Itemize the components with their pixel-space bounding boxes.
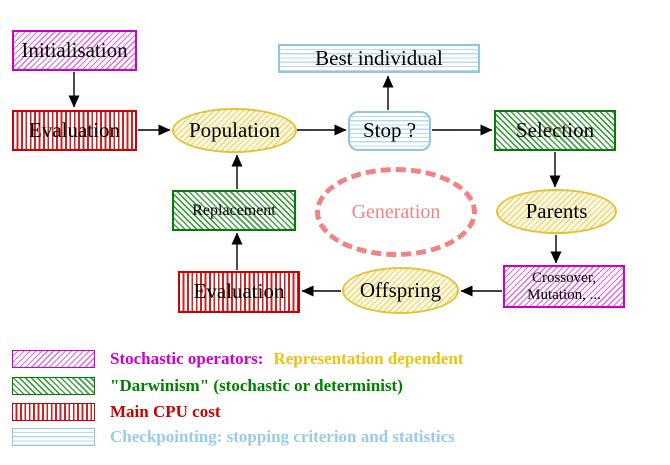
node-stop: Stop ?: [348, 111, 431, 151]
legend-text-representation-dependent: Representation dependent: [273, 349, 464, 368]
legend-swatch-darwinism: [12, 377, 95, 395]
legend-label-darwinism: "Darwinism" (stochastic or determinist): [110, 376, 403, 396]
legend-label-checkpointing: Checkpointing: stopping criterion and st…: [110, 427, 455, 447]
legend-label-main-cpu-cost: Main CPU cost: [110, 402, 220, 422]
legend-swatch-main-cpu-cost: [12, 403, 95, 421]
node-crossover-label-line1: Crossover,: [532, 270, 596, 286]
node-stop-label: Stop ?: [362, 118, 417, 143]
node-best-individual: Best individual: [278, 44, 480, 73]
node-generation-label: Generation: [351, 201, 441, 223]
node-replacement: Replacement: [172, 190, 296, 231]
node-evaluation-bottom: Evaluation: [178, 271, 300, 313]
legend-text-checkpointing: Checkpointing: stopping criterion and st…: [110, 427, 455, 446]
node-selection-label: Selection: [515, 117, 595, 142]
node-parents: Parents: [496, 189, 617, 234]
legend-text-main-cpu-cost: Main CPU cost: [110, 402, 221, 421]
legend-label-stochastic-operators: Stochastic operators: Representation depe…: [110, 349, 463, 369]
node-initialisation-label: Initialisation: [21, 37, 128, 62]
node-generation-loop: Generation: [315, 167, 477, 257]
node-offspring: Offspring: [342, 267, 459, 314]
node-best-individual-label: Best individual: [315, 45, 443, 70]
node-parents-label: Parents: [525, 198, 588, 223]
legend-text-darwinism: "Darwinism" (stochastic or determinist): [110, 376, 403, 395]
node-crossover-mutation: Crossover, Mutation, ...: [503, 265, 625, 308]
node-crossover-label-line2: Mutation, ...: [527, 286, 601, 303]
legend-swatch-stochastic-operators: [12, 350, 95, 368]
node-selection: Selection: [494, 110, 616, 151]
node-offspring-label: Offspring: [359, 277, 442, 302]
node-evaluation-top-label: Evaluation: [29, 117, 120, 142]
legend-swatch-checkpointing: [12, 428, 95, 446]
node-population: Population: [172, 108, 297, 153]
legend-text-stochastic-operators: Stochastic operators:: [110, 349, 264, 368]
node-replacement-label: Replacement: [192, 201, 276, 219]
node-initialisation: Initialisation: [12, 30, 137, 71]
node-evaluation-bottom-label: Evaluation: [193, 279, 285, 304]
node-population-label: Population: [188, 117, 280, 142]
node-evaluation-top: Evaluation: [12, 110, 137, 151]
